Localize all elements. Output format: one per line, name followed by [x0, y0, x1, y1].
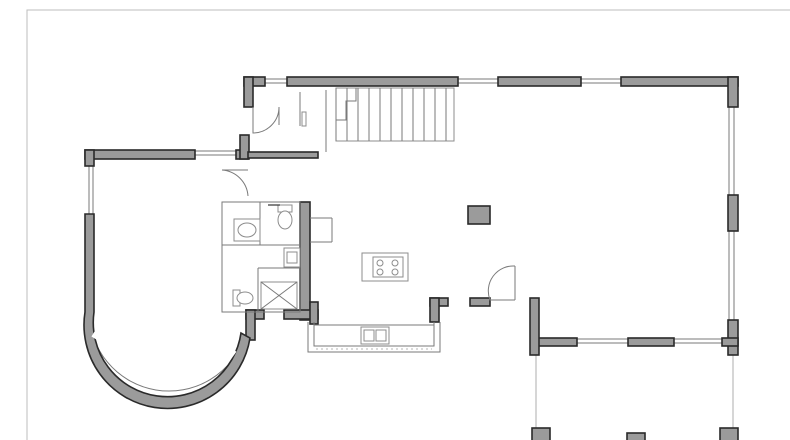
window-openings — [88, 78, 735, 430]
porch — [531, 427, 739, 440]
swing-doors — [221, 92, 516, 301]
bay-segment-breaks — [91, 331, 237, 388]
rounded-bay-wall — [83, 213, 251, 410]
exterior-walls — [84, 76, 739, 356]
drawing-frame — [26, 9, 790, 440]
shower — [260, 281, 298, 310]
structural-column — [467, 205, 491, 225]
kitchen — [307, 252, 441, 353]
toilet-lower — [232, 289, 254, 307]
kitchen-counter-sink — [307, 322, 441, 353]
toilet — [277, 204, 293, 230]
bathroom — [221, 201, 333, 313]
staircase — [325, 87, 455, 152]
kitchen-island-cooktop — [361, 252, 409, 282]
